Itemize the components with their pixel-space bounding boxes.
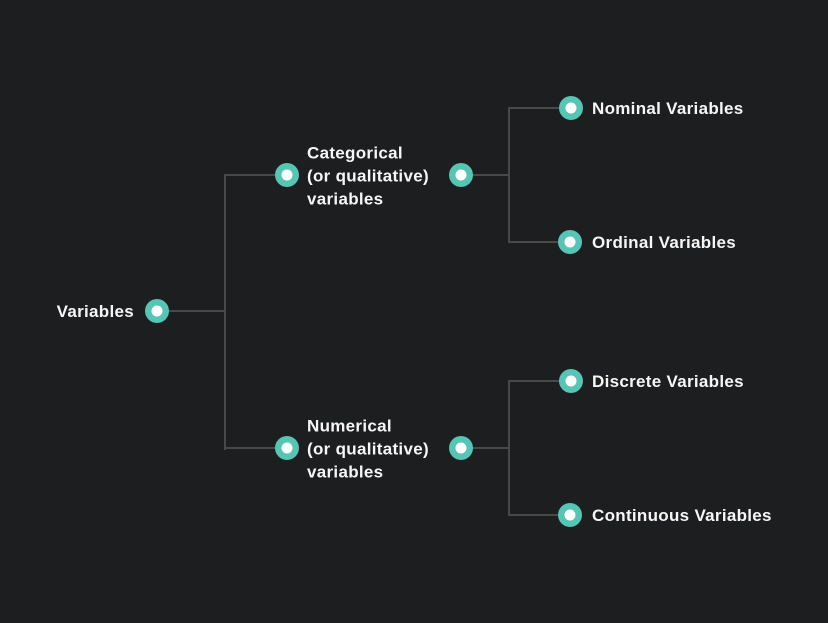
- connector-trunk-vertical: [224, 174, 226, 450]
- connector-branch-to-continuous: [508, 514, 571, 516]
- node-dot-discrete: [559, 369, 583, 393]
- connector-branch-to-discrete: [508, 380, 571, 382]
- branch-label-line: variables: [307, 462, 384, 482]
- branch-label-line: Numerical: [307, 416, 392, 436]
- leaf-node-label-continuous: Continuous Variables: [592, 506, 772, 525]
- leaf-node-label-discrete: Discrete Variables: [592, 372, 744, 391]
- branch-label-line: variables: [307, 189, 384, 209]
- leaf-node-label-ordinal: Ordinal Variables: [592, 233, 736, 252]
- connector-root-to-trunk: [157, 310, 226, 312]
- branch-node-label-numerical: Numerical (or qualitative) variables: [307, 415, 457, 484]
- branch-node-label-categorical: Categorical (or qualitative) variables: [307, 142, 457, 211]
- node-dot-ordinal: [558, 230, 582, 254]
- connector-trunk-to-categorical: [224, 174, 287, 176]
- node-dot-categorical-left: [275, 163, 299, 187]
- connector-branch-to-ordinal: [508, 241, 571, 243]
- node-dot-categorical-right: [449, 163, 473, 187]
- connector-numerical-branch-vertical: [508, 380, 510, 516]
- branch-label-line: Categorical: [307, 143, 403, 163]
- node-dot-numerical-left: [275, 436, 299, 460]
- branch-label-line: (or qualitative): [307, 166, 429, 186]
- node-dot-continuous: [558, 503, 582, 527]
- node-dot-numerical-right: [449, 436, 473, 460]
- node-dot-nominal: [559, 96, 583, 120]
- connector-branch-to-nominal: [508, 107, 571, 109]
- connector-trunk-to-numerical: [224, 447, 287, 449]
- leaf-node-label-nominal: Nominal Variables: [592, 99, 744, 118]
- connector-numerical-to-branch: [461, 447, 510, 449]
- branch-label-line: (or qualitative): [307, 439, 429, 459]
- node-dot-variables: [145, 299, 169, 323]
- connector-categorical-to-branch: [461, 174, 510, 176]
- connector-categorical-branch-vertical: [508, 107, 510, 243]
- root-node-label: Variables: [56, 302, 134, 321]
